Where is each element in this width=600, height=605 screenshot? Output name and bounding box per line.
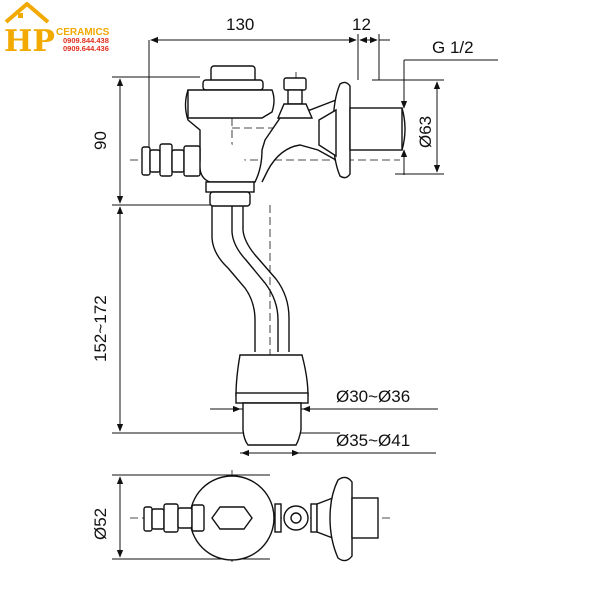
brand-logo: HP CERAMICS 0909.844.438 0909.644.436 — [4, 2, 110, 59]
valve-front-view — [184, 65, 337, 207]
outlet-sleeve — [242, 402, 302, 446]
valve-lower-neck — [205, 181, 255, 193]
outlet-coupling — [235, 354, 309, 446]
house-roof-icon — [4, 2, 50, 24]
label-width-total: 130 — [226, 15, 254, 34]
house-window-icon — [18, 13, 23, 18]
valve-small-nut — [283, 77, 307, 91]
label-outlet-inner-diameter: Ø30~Ø36 — [336, 387, 410, 406]
plan-flange — [329, 476, 353, 562]
label-flange-thickness: 12 — [352, 15, 371, 34]
label-inlet-thread: G 1/2 — [432, 38, 474, 57]
label-inlet-height: 90 — [91, 131, 110, 150]
flush-handle — [141, 143, 201, 177]
logo-phone-2: 0909.644.436 — [63, 44, 109, 53]
inlet-assembly — [318, 81, 406, 179]
label-body-diameter: Ø52 — [91, 508, 110, 540]
plan-hex-nut — [211, 506, 253, 530]
logo-brand-name: CERAMICS — [56, 27, 110, 38]
outlet-nut — [235, 354, 309, 396]
valve-plan-view — [143, 475, 379, 562]
logo-mark: HP — [4, 24, 55, 59]
label-outlet-length: 152~172 — [91, 295, 110, 362]
label-flange-diameter: Ø63 — [416, 116, 435, 148]
inlet-pipe — [349, 107, 403, 151]
outlet-pipe — [211, 206, 290, 352]
label-outlet-outer-diameter: Ø35~Ø41 — [336, 431, 410, 450]
logo-phone-1: 0909.844.438 — [63, 36, 109, 45]
